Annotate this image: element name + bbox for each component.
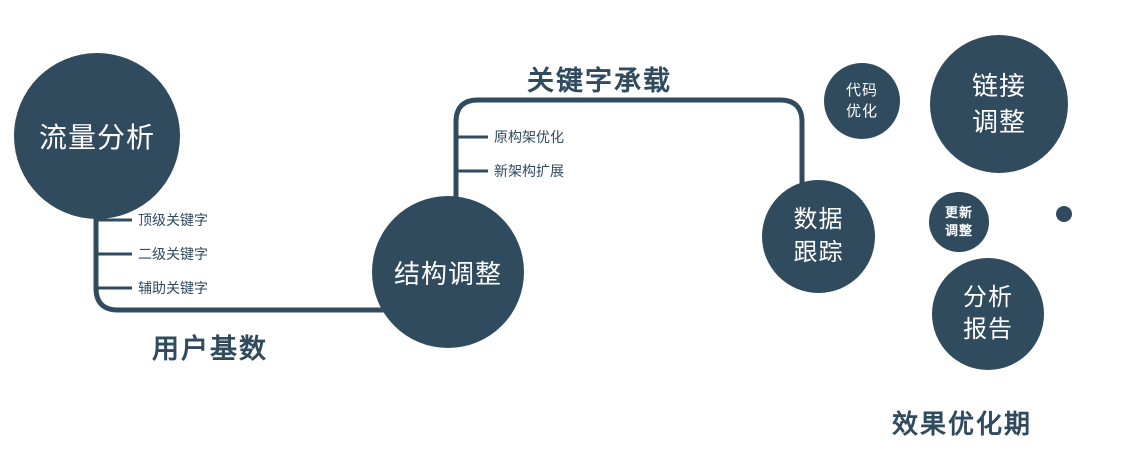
node-link-adjust: 链接 调整 [930, 35, 1068, 173]
node-code-optimization-line1: 代码 [845, 82, 878, 99]
node-analysis-report-line2: 报告 [963, 316, 1013, 343]
node-code-optimization: 代码 优化 [824, 63, 900, 139]
node-data-tracking: 数据 跟踪 [762, 180, 875, 293]
node-link-adjust-line1: 链接 [971, 70, 1026, 101]
branch-label-aux-keyword: 辅助关键字 [138, 280, 208, 296]
node-structure-adjust: 结构调整 [372, 196, 524, 348]
edge-label-keyword-carry: 关键字承载 [527, 66, 672, 96]
node-data-tracking-line1: 数据 [793, 206, 844, 234]
node-analysis-report-line1: 分析 [963, 283, 1013, 311]
node-update-adjust-line2: 调整 [944, 223, 973, 238]
node-code-optimization-line2: 优化 [845, 103, 878, 120]
connector-structure-to-tracking [453, 97, 805, 205]
node-update-adjust-line1: 更新 [944, 204, 973, 220]
footer-label: 效果优化期 [892, 409, 1033, 439]
edge-label-user-base: 用户基数 [152, 334, 268, 364]
bullet-dot [1056, 206, 1072, 222]
node-structure-adjust-label: 结构调整 [393, 258, 502, 289]
branch-label-second-keyword: 二级关键字 [138, 246, 208, 262]
node-link-adjust-line2: 调整 [971, 107, 1026, 137]
node-data-tracking-line2: 跟踪 [793, 238, 844, 266]
node-traffic-analysis: 流量分析 [14, 53, 180, 219]
node-traffic-analysis-label: 流量分析 [38, 122, 155, 153]
node-update-adjust: 更新 调整 [929, 192, 989, 252]
node-analysis-report: 分析 报告 [932, 258, 1044, 370]
branch-label-original-arch: 原构架优化 [494, 129, 564, 145]
branch-label-top-keyword: 顶级关键字 [138, 212, 208, 228]
branch-label-new-arch: 新架构扩展 [494, 163, 564, 179]
